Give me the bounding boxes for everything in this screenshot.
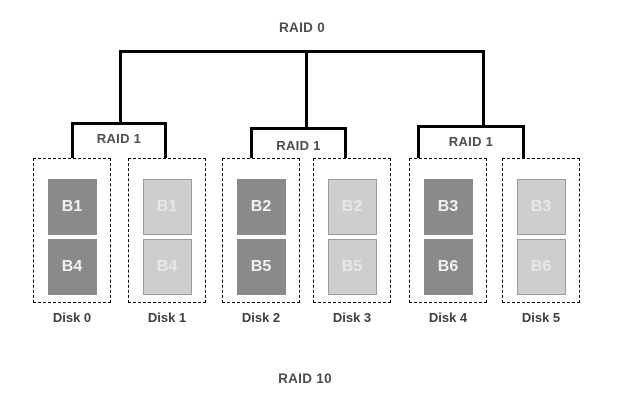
disk-box: B3 B6 bbox=[502, 158, 580, 303]
raid0-label: RAID 0 bbox=[278, 20, 326, 35]
data-block: B1 bbox=[47, 179, 97, 235]
data-block: B5 bbox=[236, 239, 286, 295]
raid1-bracket bbox=[71, 122, 167, 159]
data-block: B2 bbox=[236, 179, 286, 235]
disk-box: B3 B6 bbox=[409, 158, 487, 303]
disk-label: Disk 2 bbox=[241, 310, 281, 325]
raid1-label: RAID 1 bbox=[448, 134, 494, 149]
disk-box: B2 B5 bbox=[222, 158, 300, 303]
disk-label: Disk 4 bbox=[428, 310, 468, 325]
connector-top-line bbox=[119, 50, 485, 53]
data-block: B6 bbox=[423, 239, 473, 295]
connector-drop-middle bbox=[305, 50, 308, 127]
connector-drop-right bbox=[482, 50, 485, 126]
disk-label: Disk 0 bbox=[52, 310, 92, 325]
disk-box: B1 B4 bbox=[128, 158, 206, 303]
disk-label: Disk 1 bbox=[147, 310, 187, 325]
raid10-label: RAID 10 bbox=[278, 371, 332, 386]
data-block: B3 bbox=[423, 179, 473, 235]
disk-box: B1 B4 bbox=[33, 158, 111, 303]
raid1-label: RAID 1 bbox=[96, 131, 142, 146]
data-block: B4 bbox=[142, 239, 192, 295]
raid1-label: RAID 1 bbox=[276, 138, 321, 153]
disk-label: Disk 5 bbox=[521, 310, 561, 325]
disk-box: B2 B5 bbox=[313, 158, 391, 303]
data-block: B3 bbox=[516, 179, 566, 235]
raid1-bracket bbox=[250, 127, 347, 160]
data-block: B5 bbox=[327, 239, 377, 295]
data-block: B2 bbox=[327, 179, 377, 235]
data-block: B1 bbox=[142, 179, 192, 235]
raid1-bracket bbox=[417, 125, 525, 160]
data-block: B6 bbox=[516, 239, 566, 295]
connector-drop-left bbox=[119, 50, 122, 124]
disk-label: Disk 3 bbox=[332, 310, 372, 325]
data-block: B4 bbox=[47, 239, 97, 295]
